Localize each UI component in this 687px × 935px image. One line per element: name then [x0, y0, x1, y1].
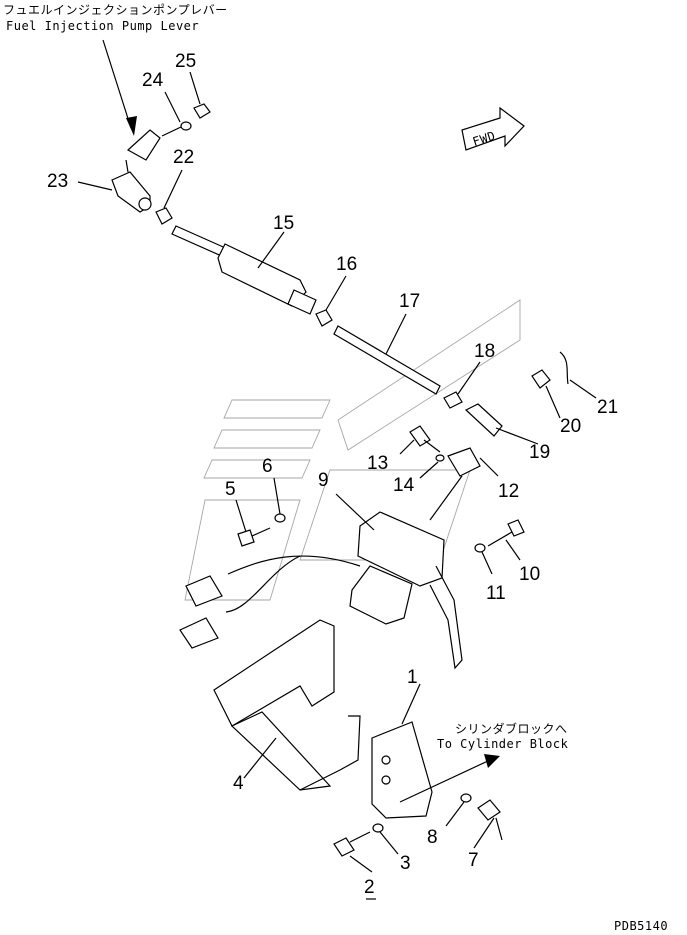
part-21-pin [559, 351, 597, 399]
cylinder-block-label-en: To Cylinder Block [437, 737, 569, 751]
part-number-8: 8 [427, 827, 438, 848]
part-number-9: 9 [318, 470, 329, 491]
part-6-washer [273, 477, 286, 523]
part-9-actuator [335, 493, 463, 670]
part-2-bolt [333, 831, 373, 873]
part-number-7: 7 [468, 850, 479, 871]
part-number-4: 4 [233, 773, 244, 794]
part-number-3: 3 [400, 853, 411, 874]
part-number-20: 20 [560, 416, 581, 437]
part-number-25: 25 [175, 51, 196, 72]
part-11-washer [474, 543, 493, 575]
part-5-bolt [235, 499, 271, 547]
part-13-bolt [399, 425, 441, 455]
part-number-6: 6 [262, 456, 273, 477]
part-8-washer [445, 793, 472, 827]
part-20-nut [531, 369, 561, 419]
part-19-rod-end [464, 403, 539, 445]
cylinder-block-arrow [399, 754, 500, 803]
part-14-washer [419, 454, 445, 479]
part-number-1: 1 [407, 667, 418, 688]
part-number-12: 12 [498, 481, 519, 502]
part-number-2: 2 [364, 877, 375, 898]
part-numbers: 1 2 3 4 5 6 7 8 9 10 11 12 13 14 15 16 1… [47, 51, 618, 900]
part-number-24: 24 [142, 70, 164, 91]
part-23-rod-end [77, 159, 152, 213]
part-25-nut [189, 71, 211, 119]
part-12-bracket [429, 447, 499, 521]
part-10-bolt [487, 519, 525, 561]
fwd-label: FWD [471, 129, 497, 149]
part-18-nut [443, 361, 481, 409]
drawing-code: PDB5140 [614, 919, 668, 933]
part-24-lever [126, 91, 192, 161]
part-number-11: 11 [486, 583, 506, 604]
pump-lever-arrow [102, 39, 137, 136]
cylinder-block-label-jp: シリンダブロックへ [455, 721, 568, 736]
fwd-arrow-sign: FWD [461, 106, 525, 151]
part-number-13: 13 [367, 453, 388, 474]
part-number-19: 19 [529, 442, 550, 463]
part-3-washer [372, 823, 399, 855]
part-22-nut [155, 169, 183, 225]
part-7-bolt [473, 799, 503, 849]
wire-harness [179, 555, 361, 649]
part-17-rod [333, 313, 441, 395]
part-16-nut [315, 275, 347, 327]
part-number-10: 10 [519, 564, 540, 585]
part-number-14: 14 [393, 475, 415, 496]
part-number-5: 5 [225, 479, 236, 500]
part-15-cable [171, 225, 317, 315]
part-number-22: 22 [173, 147, 194, 168]
part-number-17: 17 [399, 291, 420, 312]
part-1-plate [371, 683, 433, 819]
part-number-18: 18 [474, 341, 495, 362]
part-number-21: 21 [597, 397, 618, 418]
fuel-pump-lever-label-jp: フュエルインジェクションポンプレバー [3, 3, 228, 17]
part-4-bracket [213, 619, 361, 791]
part-number-23: 23 [47, 171, 68, 192]
part-number-16: 16 [336, 254, 357, 275]
part-number-15: 15 [273, 213, 294, 234]
fuel-pump-lever-label-en: Fuel Injection Pump Lever [6, 19, 199, 33]
